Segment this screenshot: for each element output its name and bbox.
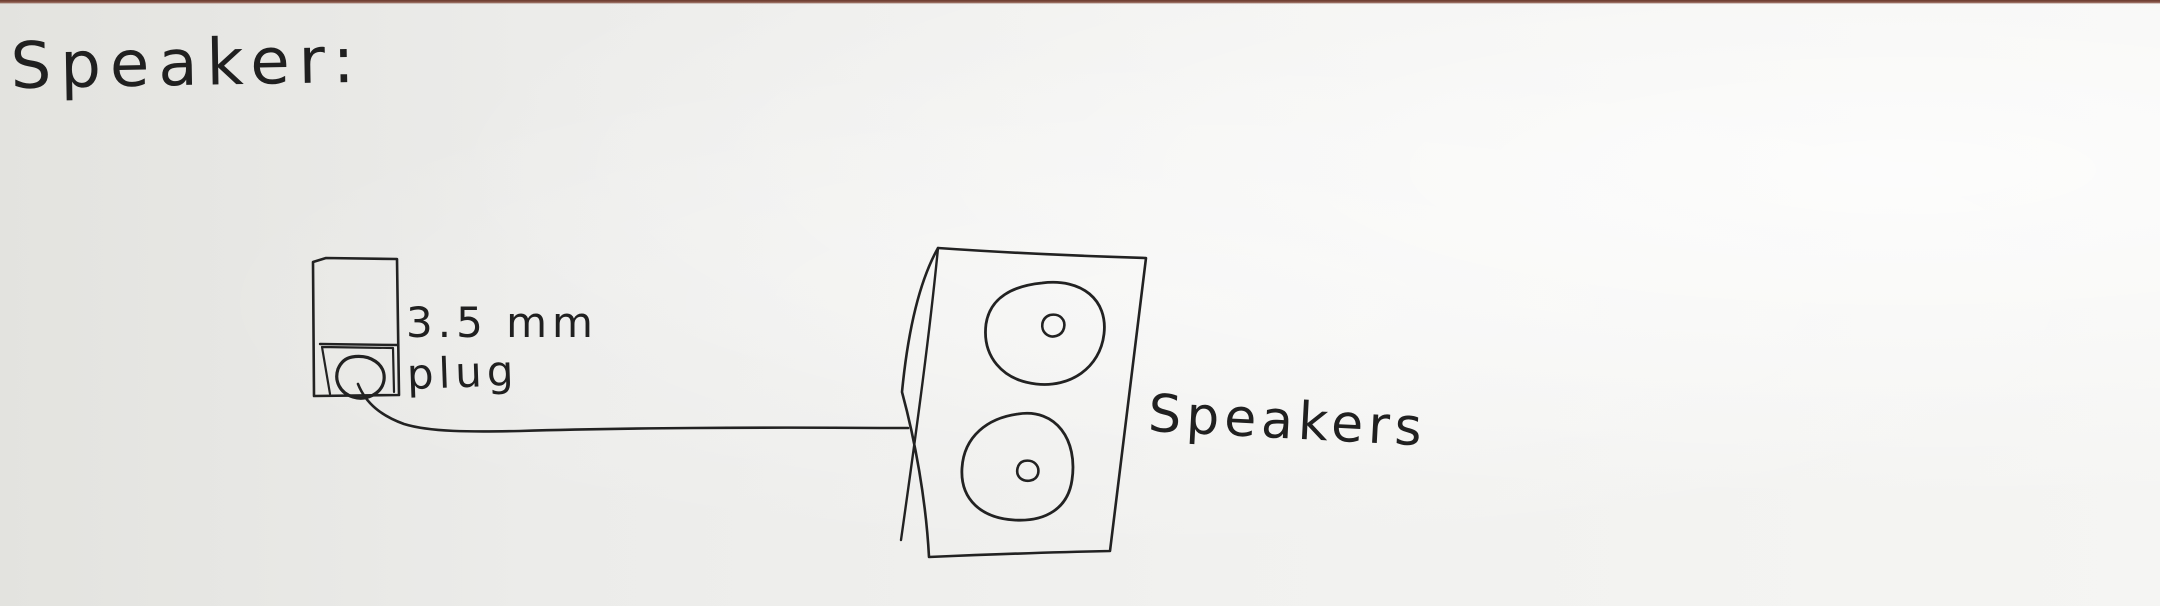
plug-label-line-2: plug [406, 346, 520, 399]
speaker-unit [899, 246, 1148, 559]
plug-socket-icon [335, 354, 386, 400]
speaker-driver-bottom [960, 411, 1075, 522]
speaker-driver-bottom-center [1015, 459, 1040, 483]
plug-device-outer-box [311, 256, 401, 398]
speaker-driver-top-center [1040, 313, 1066, 338]
speaker-driver-top [984, 280, 1106, 386]
plug-socket-frame [320, 345, 396, 396]
plug-label-line-1: 3.5 mm [406, 298, 598, 347]
audio-cable [356, 382, 910, 433]
speaker-cabinet [900, 246, 1148, 559]
plug-device-divider [318, 342, 400, 347]
plug-device [311, 256, 401, 400]
paper-top-edge [0, 0, 2160, 4]
speaker-cabinet-left-edge [899, 246, 940, 542]
